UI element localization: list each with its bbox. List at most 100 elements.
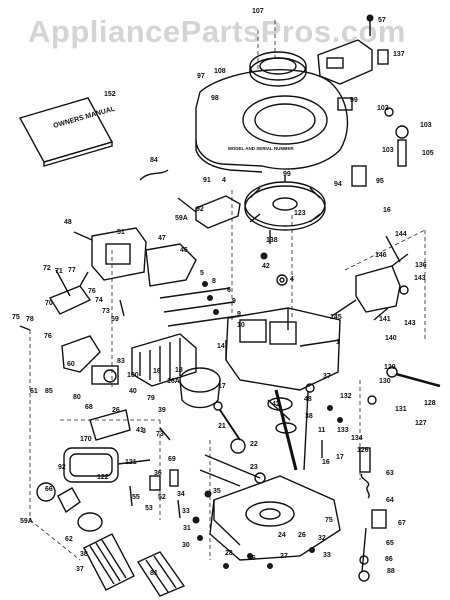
muffler-part bbox=[63, 409, 151, 483]
callout-c47: 47 bbox=[158, 235, 166, 242]
callout-c34: 34 bbox=[177, 491, 185, 498]
callout-c16: 16 bbox=[383, 207, 391, 214]
callout-c100: 100 bbox=[127, 372, 139, 379]
callout-c98: 98 bbox=[211, 95, 219, 102]
callout-c27: 27 bbox=[280, 553, 288, 560]
callout-c136: 136 bbox=[415, 262, 427, 269]
fuel-line-parts bbox=[337, 97, 409, 187]
callout-c3: 3 bbox=[142, 428, 146, 435]
cylinder-head-part bbox=[131, 333, 197, 387]
callout-c77: 77 bbox=[68, 267, 76, 274]
callout-c64: 64 bbox=[386, 497, 394, 504]
callout-c51: 51 bbox=[117, 229, 125, 236]
carburetor-part bbox=[73, 227, 197, 287]
callout-c59b: 59A bbox=[20, 518, 33, 525]
callout-c126: 126 bbox=[357, 447, 369, 454]
callout-c41: 41 bbox=[136, 427, 144, 434]
callout-c67: 67 bbox=[398, 520, 406, 527]
callout-c97: 97 bbox=[197, 73, 205, 80]
rewind-starter-part bbox=[249, 51, 307, 87]
fasteners-part bbox=[19, 230, 401, 569]
callout-c22: 22 bbox=[250, 441, 258, 448]
callout-c92b: 92 bbox=[58, 464, 66, 471]
callout-c72: 72 bbox=[43, 265, 51, 272]
alignment-lines bbox=[29, 20, 426, 561]
callout-c127: 127 bbox=[415, 420, 427, 427]
callout-c66: 66 bbox=[45, 486, 53, 493]
callout-c138: 138 bbox=[266, 237, 278, 244]
air-filter-part bbox=[36, 482, 186, 597]
callout-c63: 63 bbox=[386, 470, 394, 477]
callout-c36: 36 bbox=[154, 470, 162, 477]
callout-c38b: 38 bbox=[80, 551, 88, 558]
callout-c23: 23 bbox=[250, 464, 258, 471]
head-bolts-part bbox=[159, 281, 239, 327]
callout-c146: 146 bbox=[375, 252, 387, 259]
callout-c53: 53 bbox=[145, 505, 153, 512]
callout-c134: 134 bbox=[351, 435, 363, 442]
callout-c141: 141 bbox=[379, 316, 391, 323]
callout-c131: 131 bbox=[395, 406, 407, 413]
callout-c31: 31 bbox=[183, 525, 191, 532]
manual-text: OWNERS MANUAL bbox=[53, 105, 117, 130]
callout-c6: 6 bbox=[227, 287, 231, 294]
callout-c5: 5 bbox=[200, 270, 204, 277]
callout-c1: 1 bbox=[336, 339, 340, 346]
callout-c143b: 143 bbox=[404, 320, 416, 327]
callout-c94: 94 bbox=[334, 181, 342, 188]
callout-c59a: 59A bbox=[175, 215, 188, 222]
callout-c99: 99 bbox=[350, 97, 358, 104]
callout-c18: 18 bbox=[175, 367, 183, 374]
piston-part bbox=[179, 367, 221, 409]
callout-c75: 75 bbox=[12, 314, 20, 321]
callout-c35: 35 bbox=[213, 488, 221, 495]
callout-c4b: 4 bbox=[290, 276, 294, 283]
camshaft-part bbox=[199, 454, 266, 487]
callout-c30: 30 bbox=[182, 542, 190, 549]
spring-stack-part bbox=[358, 447, 387, 582]
callout-c68: 68 bbox=[85, 404, 93, 411]
callout-c38: 38 bbox=[305, 413, 313, 420]
cylinder-block-part bbox=[225, 307, 341, 391]
callout-c52: 52 bbox=[158, 494, 166, 501]
callout-c40: 40 bbox=[129, 388, 137, 395]
callout-c108: 108 bbox=[214, 68, 226, 75]
callout-c61: 61 bbox=[30, 388, 38, 395]
callout-c65: 65 bbox=[386, 540, 394, 547]
callout-c48: 48 bbox=[64, 219, 72, 226]
callout-c60: 60 bbox=[67, 361, 75, 368]
tank-bracket-part bbox=[317, 14, 389, 85]
callout-c85: 85 bbox=[45, 388, 53, 395]
callout-c132: 132 bbox=[340, 393, 352, 400]
callout-c59: 59 bbox=[111, 316, 119, 323]
callout-c16c: 16 bbox=[322, 459, 330, 466]
owners-manual-part: OWNERS MANUAL bbox=[18, 97, 117, 167]
callout-c78: 78 bbox=[26, 316, 34, 323]
callout-c10: 10 bbox=[237, 322, 245, 329]
callout-c86: 86 bbox=[385, 556, 393, 563]
callout-c37: 37 bbox=[323, 373, 331, 380]
callout-c170: 170 bbox=[80, 436, 92, 443]
callout-c16a: 16A bbox=[167, 378, 180, 385]
breather-part bbox=[61, 335, 119, 385]
callout-c21: 21 bbox=[218, 423, 226, 430]
governor-shaft-part bbox=[367, 366, 441, 405]
callout-c152: 152 bbox=[104, 91, 116, 98]
callout-c37b: 37 bbox=[76, 566, 84, 573]
callout-c83: 83 bbox=[117, 358, 125, 365]
ignition-module-part bbox=[177, 195, 241, 229]
callout-c71: 71 bbox=[55, 268, 63, 275]
control-bracket-part bbox=[355, 253, 409, 313]
callout-c4a: 4 bbox=[222, 177, 226, 184]
callout-c144: 144 bbox=[395, 231, 407, 238]
callout-c140: 140 bbox=[385, 335, 397, 342]
callout-c32: 32 bbox=[318, 535, 326, 542]
callout-c133: 133 bbox=[337, 427, 349, 434]
callout-c42: 42 bbox=[262, 263, 270, 270]
callout-c99b: 99 bbox=[283, 171, 291, 178]
connecting-rod-part bbox=[213, 401, 246, 454]
serial-tag-text: MODEL AND SERIAL NUMBER bbox=[228, 146, 294, 151]
callout-c69: 69 bbox=[168, 456, 176, 463]
